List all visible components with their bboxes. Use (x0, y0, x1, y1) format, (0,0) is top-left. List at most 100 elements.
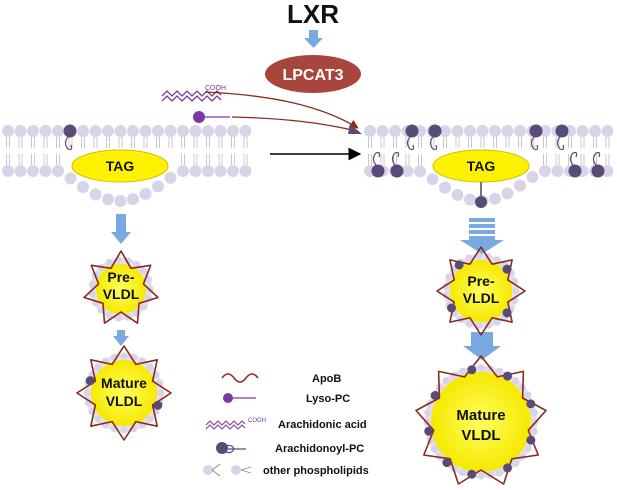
phospholipid-head (524, 445, 532, 453)
title-lxr: LXR (287, 0, 339, 29)
legend-apob-label: ApoB (312, 373, 341, 385)
phospholipid-head (114, 194, 127, 207)
phospholipid-head (89, 188, 102, 201)
phospholipid-head (458, 367, 467, 375)
arachidonoyl-pc-head (555, 124, 569, 138)
arachidonic-acid-icon (205, 420, 246, 430)
phospholipid-head (102, 193, 114, 206)
phospholipid-head (177, 165, 189, 177)
phospholipid-head (526, 171, 539, 184)
phospholipid-head (77, 125, 89, 137)
phospholipid-head (445, 273, 453, 281)
phospholipid-head (83, 389, 91, 397)
arachidonoyl-pc-head (424, 426, 434, 436)
arachidonoyl-pc-head (430, 391, 440, 400)
left-secretion-arrow-1 (111, 214, 131, 244)
phospholipid-head (202, 165, 214, 177)
phospholipid-head (495, 367, 504, 375)
legend: ApoB Lyso-PC COOH Arachidonic acid Arach… (203, 373, 369, 477)
phospholipid-head (139, 187, 152, 200)
left-secretion-arrow-2 (113, 330, 129, 346)
arachidonoyl-pc-head (526, 435, 536, 445)
arachidonic-acid-molecule (161, 90, 222, 102)
arrow-fatty-acid-to-membrane (204, 91, 359, 129)
left-pre-vldl-label-2: VLDL (103, 286, 140, 302)
right-pre-vldl-label-2: VLDL (463, 290, 500, 306)
phospholipid-head (512, 459, 520, 467)
phospholipid-head (214, 125, 227, 137)
left-mature-vldl-label-2: VLDL (106, 393, 143, 409)
phospholipid-head (14, 165, 27, 177)
phospholipid-head (77, 180, 89, 193)
phospholipid-head (501, 125, 514, 137)
phospholipid-head (539, 125, 551, 137)
phospholipid-head (514, 179, 526, 192)
phospholipid-head (146, 415, 154, 423)
phospholipid-head (239, 165, 252, 177)
left-mature-vldl-particle (76, 345, 172, 441)
left-pre-vldl-label-1: Pre- (107, 269, 135, 285)
phospholipid-head (512, 377, 520, 385)
phospholipid-head (64, 172, 77, 185)
phospholipid-icon (203, 463, 252, 477)
phospholipid-head (539, 165, 551, 177)
phospholipid-head (601, 165, 614, 177)
phospholipid-head (120, 426, 128, 434)
phospholipid-head (152, 180, 164, 193)
phospholipid-head (202, 125, 214, 137)
phospholipid-head (39, 125, 52, 137)
phospholipid-head (512, 287, 520, 295)
phospholipid-head (464, 125, 476, 137)
phospholipid-head (530, 409, 538, 417)
phospholipid-head (227, 125, 239, 137)
right-pre-vldl-particle (436, 246, 526, 336)
phospholipid-head (214, 165, 227, 177)
phospholipid-head (576, 125, 589, 137)
apob-strand (436, 246, 526, 336)
phospholipid-head (140, 267, 148, 275)
phospholipid-head (27, 165, 39, 177)
phospholipid-head (514, 125, 526, 137)
phospholipid-head (52, 125, 64, 137)
right-mature-vldl-particle (415, 355, 547, 485)
arachidonoyl-pc-head (568, 164, 582, 178)
arachidonoyl-pc-head (502, 264, 512, 274)
lyso-pc-icon (223, 393, 256, 403)
lpcat3-enzyme (265, 55, 361, 93)
left-mature-vldl-label-1: Mature (101, 375, 147, 391)
arachidonoyl-pc-head (591, 164, 605, 178)
phospholipid-head (401, 165, 414, 177)
phospholipid-head (52, 165, 64, 177)
phospholipid-head (127, 125, 139, 137)
phospholipid-head (451, 188, 464, 201)
phospholipid-head (127, 193, 139, 206)
arachidonoyl-pc-head (526, 399, 536, 409)
phospholipid-head (94, 415, 102, 423)
phospholipid-head (177, 125, 189, 137)
phospholipid-head (115, 314, 123, 322)
phospholipid-head (94, 363, 102, 371)
phospholipid-head (489, 125, 501, 137)
arachidonoyl-pc-head (502, 308, 512, 318)
apob-strand (76, 345, 172, 441)
phospholipid-head (477, 472, 485, 480)
right-mature-vldl-label-2: VLDL (461, 427, 500, 444)
phospholipid-head (493, 318, 501, 326)
phospholipid-head (458, 469, 467, 477)
legend-lyso-pc-label: Lyso-PC (306, 393, 350, 405)
arachidonoyl-pc-head (405, 124, 419, 138)
phospholipid-head (164, 171, 177, 184)
right-secretion-arrow-2 (463, 332, 501, 360)
phospholipid-head (89, 125, 102, 137)
phospholipid-head (430, 445, 438, 453)
arachidonoyl-pc-head (447, 303, 457, 313)
right-tag-arachidonoyl-pc (475, 196, 487, 208)
arachidonoyl-pc-head (503, 463, 512, 473)
phospholipid-head (442, 377, 450, 385)
arachidonoyl-pc-head (85, 376, 95, 386)
phospholipid-head (2, 165, 14, 177)
right-pre-vldl-label-1: Pre- (467, 273, 495, 289)
phospholipid-head (426, 173, 439, 186)
phospholipid-head (524, 391, 532, 399)
phospholipid-head (439, 125, 451, 137)
